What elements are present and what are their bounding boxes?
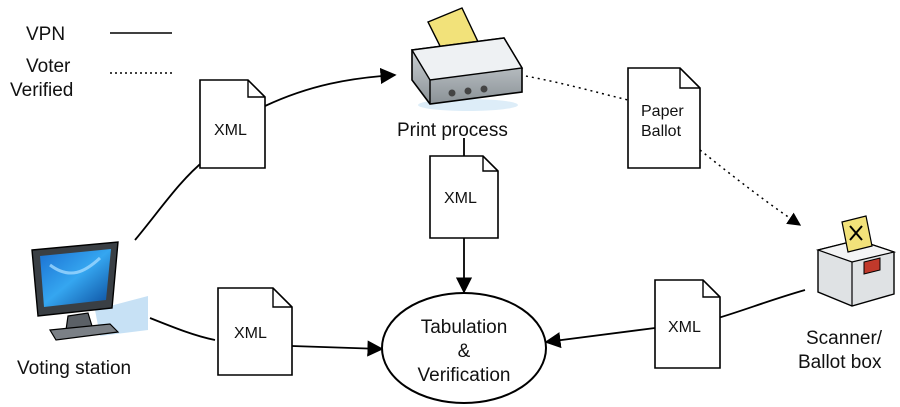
scanner-ballot-box-node: Scanner/ Ballot box xyxy=(798,215,897,373)
tabulation-label-line3: Verification xyxy=(418,365,511,386)
vpn-link-voting-to-xml xyxy=(134,159,206,241)
tabulation-ellipse xyxy=(381,292,547,404)
legend: VPN Voter Verified xyxy=(10,24,172,101)
print-process-node: Print process xyxy=(397,7,524,141)
legend-verified-label: Verified xyxy=(10,80,73,101)
xml-doc-upper-left: XML xyxy=(199,79,266,169)
xml-doc-label: XML xyxy=(668,319,701,336)
verified-arrow-to-scanner xyxy=(699,149,802,226)
xml-doc-label: XML xyxy=(214,122,247,139)
verified-link-print-to-ballot xyxy=(519,74,629,101)
document-icon xyxy=(217,287,293,376)
connectors xyxy=(134,67,806,357)
tabulation-label-line1: Tabulation xyxy=(421,317,508,338)
computer-monitor-icon xyxy=(31,241,148,341)
ballot-box-icon xyxy=(815,215,897,307)
voting-station-node: Voting station xyxy=(17,241,148,379)
paper-ballot-label-line2: Ballot xyxy=(641,123,682,140)
document-icon xyxy=(654,279,721,369)
paper-ballot-label-line1: Paper xyxy=(641,103,684,120)
vpn-link-voting-to-xml-lower xyxy=(149,317,216,341)
document-icon xyxy=(627,67,701,169)
tabulation-verification-node: Tabulation & Verification xyxy=(381,292,547,404)
scanner-label-line1: Scanner/ xyxy=(806,328,883,349)
xml-doc-label: XML xyxy=(234,325,267,342)
xml-doc-lower-left: XML xyxy=(217,287,293,376)
vpn-arrow-to-print xyxy=(264,67,397,107)
legend-vpn-label: VPN xyxy=(26,24,65,45)
voting-station-label: Voting station xyxy=(17,358,131,379)
xml-doc-label: XML xyxy=(444,190,477,207)
vpn-link-scanner-to-xml xyxy=(717,289,806,319)
vpn-arrow-to-tabulation-left xyxy=(291,340,384,357)
legend-voter-label: Voter xyxy=(26,56,71,77)
scanner-label-line2: Ballot box xyxy=(798,352,882,373)
document-icon xyxy=(429,155,499,239)
xml-doc-lower-right: XML xyxy=(654,279,721,369)
printer-icon xyxy=(410,7,524,111)
xml-doc-center: XML xyxy=(429,155,499,239)
print-process-label: Print process xyxy=(397,120,508,141)
tabulation-label-line2: & xyxy=(458,341,471,362)
vpn-arrow-to-tabulation-right xyxy=(544,327,656,349)
document-icon xyxy=(199,79,266,169)
paper-ballot-doc: Paper Ballot xyxy=(627,67,701,169)
